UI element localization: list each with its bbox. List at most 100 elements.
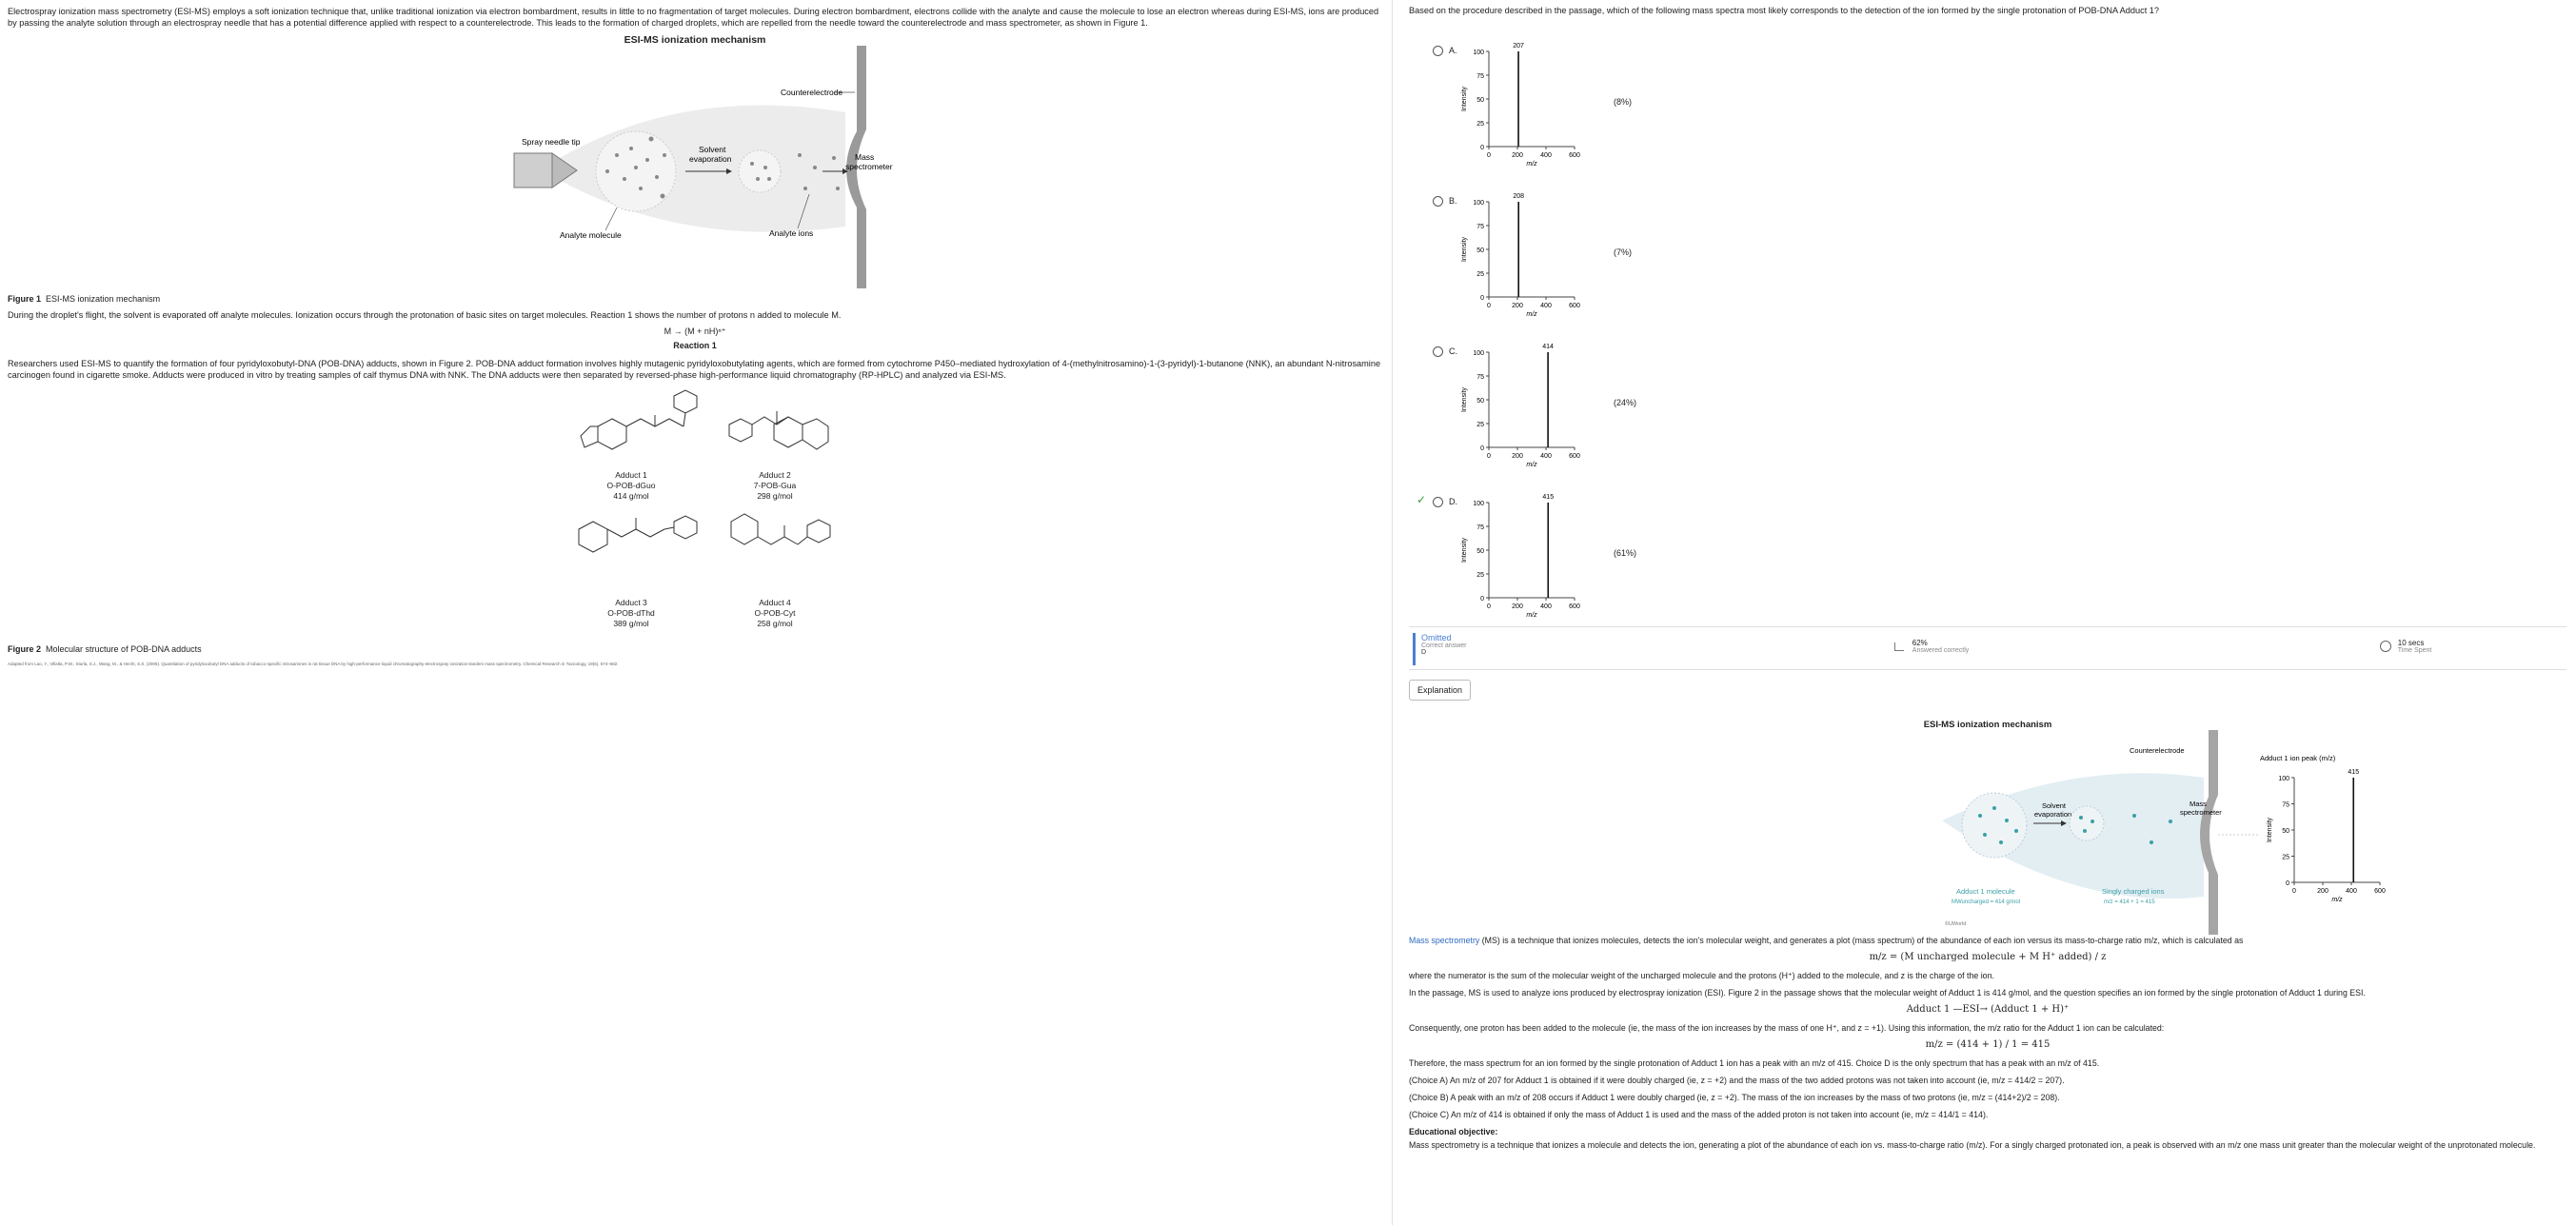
choice-letter: C. — [1449, 346, 1457, 356]
exp-counterelectrode — [2200, 730, 2218, 935]
adduct1-ring-a — [597, 418, 627, 450]
mass-spec-label-2: spectrometer — [845, 162, 893, 171]
adduct2-mw: 298 g/mol — [757, 491, 792, 501]
passage-intro: Electrospray ionization mass spectrometr… — [8, 7, 1379, 28]
objective-title: Educational objective: — [1409, 1127, 1498, 1136]
percent-correct: 62% Answered correctly — [1894, 639, 1969, 654]
exp-para3: In the passage, MS is used to analyze io… — [1409, 988, 2366, 998]
reaction-label: Reaction 1 — [673, 341, 717, 350]
esi-ms-diagram: Counterelectrode Spray needle tip Analyt… — [513, 46, 893, 288]
exp-adduct-label: Adduct 1 molecule — [1956, 887, 2015, 896]
exp-para4: Consequently, one proton has been added … — [1409, 1023, 2165, 1033]
x-tick-label: 0 — [1487, 603, 1491, 610]
y-tick-label: 100 — [2278, 776, 2289, 782]
exp-solvent-1: Solvent — [2042, 801, 2067, 810]
adduct3-name: Adduct 3 — [615, 598, 647, 607]
y-tick-label: 25 — [1476, 121, 1484, 128]
exp-para1: Mass spectrometry (MS) is a technique th… — [1409, 936, 2244, 945]
adduct2-sub: 7-POB-Gua — [754, 481, 797, 490]
x-tick-label: 600 — [2374, 888, 2386, 895]
y-tick-label: 25 — [1476, 422, 1484, 428]
radio-button[interactable] — [1433, 346, 1443, 357]
correct-check-icon: ✓ — [1417, 493, 1427, 506]
x-tick-label: 0 — [1487, 152, 1491, 159]
exp-formula3: m/z = (414 + 1) / 1 = 415 — [1925, 1039, 2051, 1050]
clock-icon — [2380, 641, 2391, 652]
y-tick-label: 50 — [1476, 97, 1484, 104]
choice-percent: (24%) — [1614, 398, 1637, 407]
y-axis-label: Intensity — [2267, 817, 2273, 842]
x-tick-label: 0 — [1487, 303, 1491, 309]
x-tick-label: 400 — [2346, 888, 2357, 895]
y-tick-label: 0 — [2286, 880, 2289, 887]
radio-button[interactable] — [1433, 196, 1443, 207]
analyte-molecule-label: Analyte molecule — [560, 230, 622, 240]
figure2-caption: Figure 2 Molecular structure of POB-DNA … — [8, 644, 202, 654]
y-axis-label: Intensity — [1461, 386, 1468, 412]
explanation-button[interactable]: Explanation — [1409, 680, 1472, 701]
exp-uworld: ©UWorld — [1945, 920, 1966, 927]
adduct2-name: Adduct 2 — [759, 470, 791, 480]
radio-button[interactable] — [1433, 497, 1443, 507]
x-tick-label: 600 — [1569, 303, 1580, 309]
x-tick-label: 600 — [1569, 603, 1580, 610]
figure1-title: ESI-MS ionization mechanism — [624, 34, 766, 46]
droplet-large — [595, 130, 677, 212]
exp-choice-b: (Choice B) A peak with an m/z of 208 occ… — [1409, 1093, 2060, 1102]
y-tick-label: 50 — [1476, 398, 1484, 405]
exp-adduct-mw: MWuncharged = 414 g/mol — [1952, 899, 2020, 905]
choice-letter: B. — [1449, 196, 1457, 206]
y-tick-label: 75 — [1476, 224, 1484, 230]
y-axis-label: Intensity — [1461, 86, 1468, 111]
question-pane: Based on the procedure described in the … — [1399, 0, 2576, 1225]
spray-tip-label: Spray needle tip — [522, 137, 581, 147]
adduct3-sub: O-POB-dThd — [607, 608, 655, 618]
x-tick-label: 400 — [1540, 152, 1552, 159]
x-tick-label: 200 — [2317, 888, 2328, 895]
mass-spec-label-1: Mass — [855, 152, 874, 162]
y-tick-label: 100 — [1473, 501, 1484, 507]
peak-label: 208 — [1513, 193, 1524, 200]
mass-spectrometry-link[interactable]: Mass spectrometry — [1409, 936, 1480, 945]
exp-ion-calc: m/z = 414 + 1 = 415 — [2104, 899, 2155, 905]
choice-percent: (7%) — [1614, 247, 1633, 257]
radio-button[interactable] — [1433, 46, 1443, 56]
x-tick-label: 400 — [1540, 603, 1552, 610]
x-tick-label: 0 — [2292, 888, 2296, 895]
exp-peak-title: Adduct 1 ion peak (m/z) — [2260, 754, 2336, 762]
time-spent: 10 secs Time Spent — [2380, 639, 2431, 654]
spray-needle — [513, 152, 553, 188]
pane-divider[interactable] — [1392, 0, 1393, 1225]
y-tick-label: 100 — [1473, 200, 1484, 207]
exp-choice-c: (Choice C) An m/z of 414 is obtained if … — [1409, 1110, 1989, 1119]
y-axis-label: Intensity — [1461, 236, 1468, 262]
answer-stats: Omitted Correct answer D 62% Answered co… — [1409, 626, 2566, 670]
question-stem: Based on the procedure described in the … — [1409, 6, 2160, 15]
exp-para2: where the numerator is the sum of the mo… — [1409, 971, 1994, 980]
adduct4-sub: O-POB-Cyt — [755, 608, 797, 618]
peak-label: 207 — [1513, 43, 1524, 49]
y-tick-label: 75 — [1476, 524, 1484, 531]
exp-mass-1: Mass — [2190, 800, 2207, 808]
x-tick-label: 200 — [1512, 603, 1523, 610]
analyte-ions-label: Analyte ions — [769, 228, 813, 238]
exp-mass-2: spectrometer — [2180, 808, 2222, 817]
exp-choice-a: (Choice A) An m/z of 207 for Adduct 1 is… — [1409, 1076, 2065, 1085]
explanation-figure-title: ESI-MS ionization mechanism — [1923, 720, 2052, 730]
figure1-caption: Figure 1 ESI-MS ionization mechanism — [8, 294, 161, 304]
passage-pane: Electrospray ionization mass spectrometr… — [8, 7, 1380, 666]
peak-label: 414 — [1542, 344, 1554, 350]
adduct-structures: Adduct 1 O-POB-dGuo 414 g/mol Adduct 2 7… — [578, 389, 831, 628]
y-tick-label: 0 — [1480, 596, 1484, 603]
x-tick-label: 200 — [1512, 152, 1523, 159]
y-tick-label: 0 — [1480, 145, 1484, 151]
counterelectrode-label: Counterelectrode — [781, 88, 842, 97]
choice-letter: A. — [1449, 46, 1457, 55]
